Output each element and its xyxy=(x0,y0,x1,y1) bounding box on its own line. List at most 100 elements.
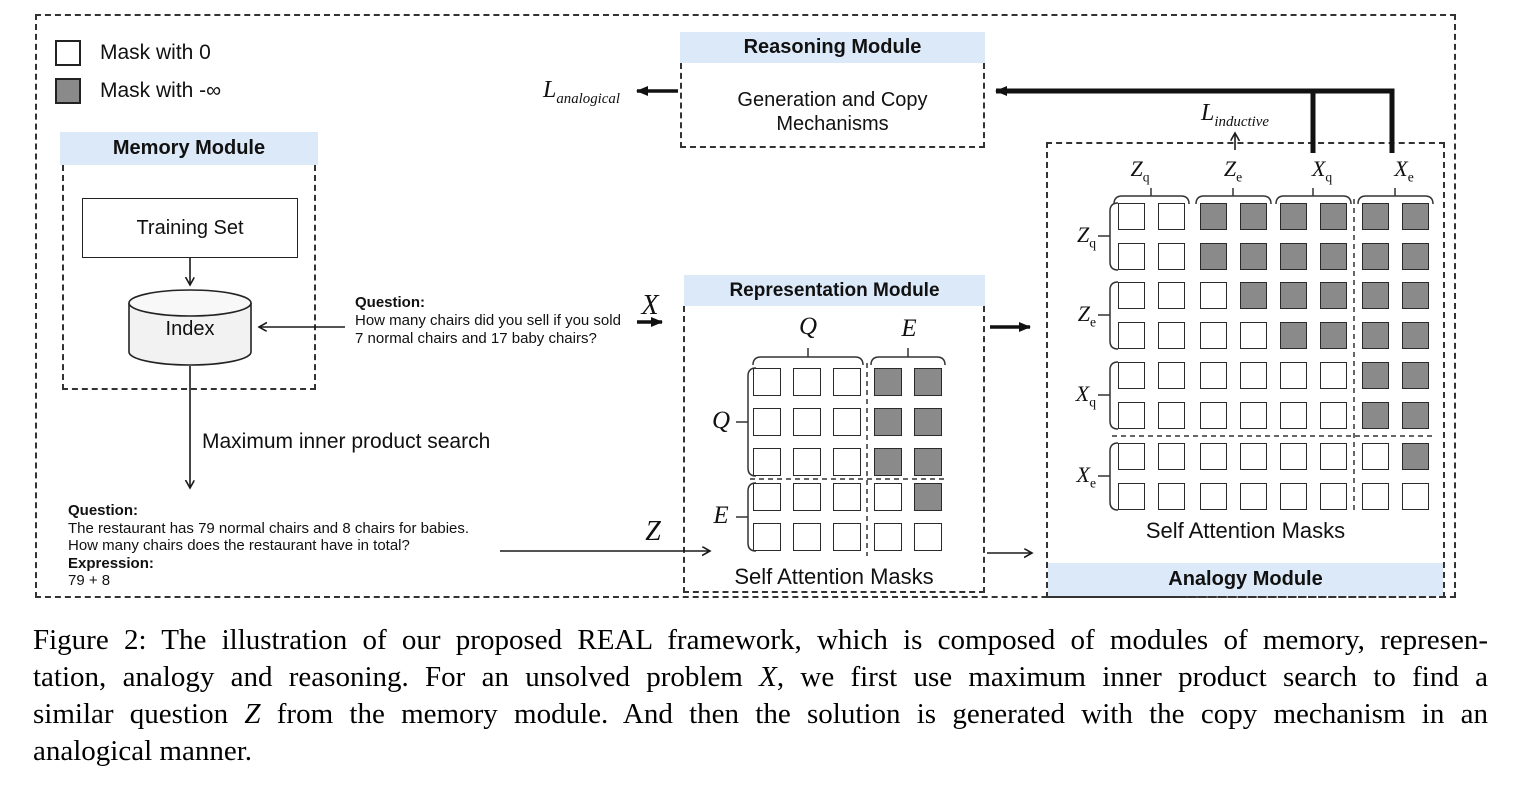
ana-col-label-xq: Xq xyxy=(1311,156,1333,185)
mask-cell-zero xyxy=(874,483,902,511)
legend-label-white: Mask with 0 xyxy=(100,41,211,64)
variable-x-label: X xyxy=(641,290,659,321)
mask-cell-neg-inf xyxy=(1402,402,1429,429)
mask-cell-zero xyxy=(874,523,902,551)
mask-cell-zero xyxy=(1240,362,1267,389)
mask-cell-zero xyxy=(1158,402,1185,429)
mask-cell-neg-inf xyxy=(914,448,942,476)
retrieved-question-block: Question: The restaurant has 79 normal c… xyxy=(68,502,469,590)
mask-cell-zero xyxy=(1200,322,1227,349)
mask-cell-neg-inf xyxy=(1200,243,1227,270)
retrieved-question-heading: Question: xyxy=(68,502,138,519)
mask-cell-zero xyxy=(793,523,821,551)
mask-cell-neg-inf xyxy=(1280,243,1307,270)
mask-cell-neg-inf xyxy=(1362,322,1389,349)
mask-cell-neg-inf xyxy=(1320,282,1347,309)
ana-row-label-xq: Xq xyxy=(1075,381,1096,410)
ana-col-label-xe: Xe xyxy=(1394,156,1414,185)
mask-cell-zero xyxy=(1362,443,1389,470)
mask-cell-zero xyxy=(753,408,781,436)
legend-swatch-white xyxy=(55,40,81,66)
mask-cell-neg-inf xyxy=(874,408,902,436)
mask-cell-neg-inf xyxy=(1280,322,1307,349)
mask-cell-zero xyxy=(1118,243,1145,270)
mask-cell-neg-inf xyxy=(1362,282,1389,309)
mask-cell-zero xyxy=(1118,322,1145,349)
mask-cell-neg-inf xyxy=(1240,243,1267,270)
mask-cell-zero xyxy=(1158,243,1185,270)
query-question-line: How many chairs did you sell if you sold xyxy=(355,312,621,329)
mask-cell-zero xyxy=(753,448,781,476)
mask-cell-zero xyxy=(1240,402,1267,429)
mask-cell-zero xyxy=(1280,483,1307,510)
mask-cell-zero xyxy=(1118,203,1145,230)
caption-line: tation, analogy and reasoning. For an un… xyxy=(33,661,1488,693)
mask-cell-zero xyxy=(1158,443,1185,470)
mask-cell-zero xyxy=(1158,362,1185,389)
mask-cell-neg-inf xyxy=(1402,282,1429,309)
mask-cell-neg-inf xyxy=(1402,443,1429,470)
analogical-loss-label: Lanalogical xyxy=(543,77,620,107)
caption-line: Figure 2: The illustration of our propos… xyxy=(33,624,1488,656)
mask-cell-zero xyxy=(1200,483,1227,510)
expression-heading: Expression: xyxy=(68,554,154,572)
mask-cell-neg-inf xyxy=(1240,282,1267,309)
mask-cell-zero xyxy=(833,483,861,511)
caption-line: similar question Z from the memory modul… xyxy=(33,698,1488,730)
mask-cell-neg-inf xyxy=(1200,203,1227,230)
mask-cell-neg-inf xyxy=(1240,203,1267,230)
figure-caption: Figure 2: The illustration of our propos… xyxy=(33,622,1488,770)
mask-cell-zero xyxy=(1240,443,1267,470)
rep-col-group-label-e: E xyxy=(901,315,917,342)
mask-cell-neg-inf xyxy=(1280,282,1307,309)
legend-label-gray: Mask with -∞ xyxy=(100,79,222,102)
mask-cell-zero xyxy=(1200,282,1227,309)
mask-cell-neg-inf xyxy=(914,368,942,396)
mask-cell-zero xyxy=(833,368,861,396)
ana-row-label-zq: Zq xyxy=(1076,222,1096,251)
mask-cell-neg-inf xyxy=(1402,362,1429,389)
mask-cell-zero xyxy=(1240,483,1267,510)
ana-col-label-zq: Zq xyxy=(1130,156,1150,185)
query-question-block: Question: How many chairs did you sell i… xyxy=(355,294,621,348)
mask-cell-zero xyxy=(1402,483,1429,510)
index-label: Index xyxy=(165,318,215,340)
mask-cell-zero xyxy=(1158,282,1185,309)
mask-cell-zero xyxy=(1320,402,1347,429)
mask-cell-zero xyxy=(833,523,861,551)
reasoning-body-line: Generation and Copy xyxy=(737,89,928,111)
mask-cell-neg-inf xyxy=(914,408,942,436)
caption-line: analogical manner. xyxy=(33,735,253,767)
mask-cell-zero xyxy=(1280,443,1307,470)
memory-module-header: Memory Module xyxy=(60,132,318,165)
mask-cell-zero xyxy=(793,368,821,396)
mask-cell-neg-inf xyxy=(1362,402,1389,429)
mask-cell-neg-inf xyxy=(1362,203,1389,230)
mask-cell-zero xyxy=(1118,282,1145,309)
retrieved-question-line: How many chairs does the restaurant have… xyxy=(68,537,410,554)
mask-cell-zero xyxy=(1200,402,1227,429)
mask-cell-neg-inf xyxy=(1320,203,1347,230)
mask-cell-neg-inf xyxy=(1280,203,1307,230)
mask-cell-neg-inf xyxy=(1362,362,1389,389)
rep-col-group-label-q: Q xyxy=(798,313,818,340)
legend-swatch-gray xyxy=(55,78,81,104)
mask-cell-neg-inf xyxy=(1320,243,1347,270)
training-set-box: Training Set xyxy=(82,198,298,258)
mask-cell-zero xyxy=(1240,322,1267,349)
mask-cell-neg-inf xyxy=(1402,322,1429,349)
mask-cell-neg-inf xyxy=(1362,243,1389,270)
representation-module-header: Representation Module xyxy=(684,275,985,306)
reasoning-module-header: Reasoning Module xyxy=(680,32,985,63)
query-question-heading: Question: xyxy=(355,294,425,311)
mask-cell-zero xyxy=(753,483,781,511)
mask-cell-neg-inf xyxy=(1320,322,1347,349)
mask-cell-zero xyxy=(1118,402,1145,429)
ana-row-label-ze: Ze xyxy=(1077,301,1096,330)
reasoning-module-box xyxy=(680,63,985,148)
mask-cell-zero xyxy=(753,523,781,551)
framework-outer-frame xyxy=(35,14,1456,598)
rep-row-group-label-q: Q xyxy=(711,407,731,434)
representation-grid-caption: Self Attention Masks xyxy=(734,564,934,589)
mask-cell-zero xyxy=(1158,483,1185,510)
